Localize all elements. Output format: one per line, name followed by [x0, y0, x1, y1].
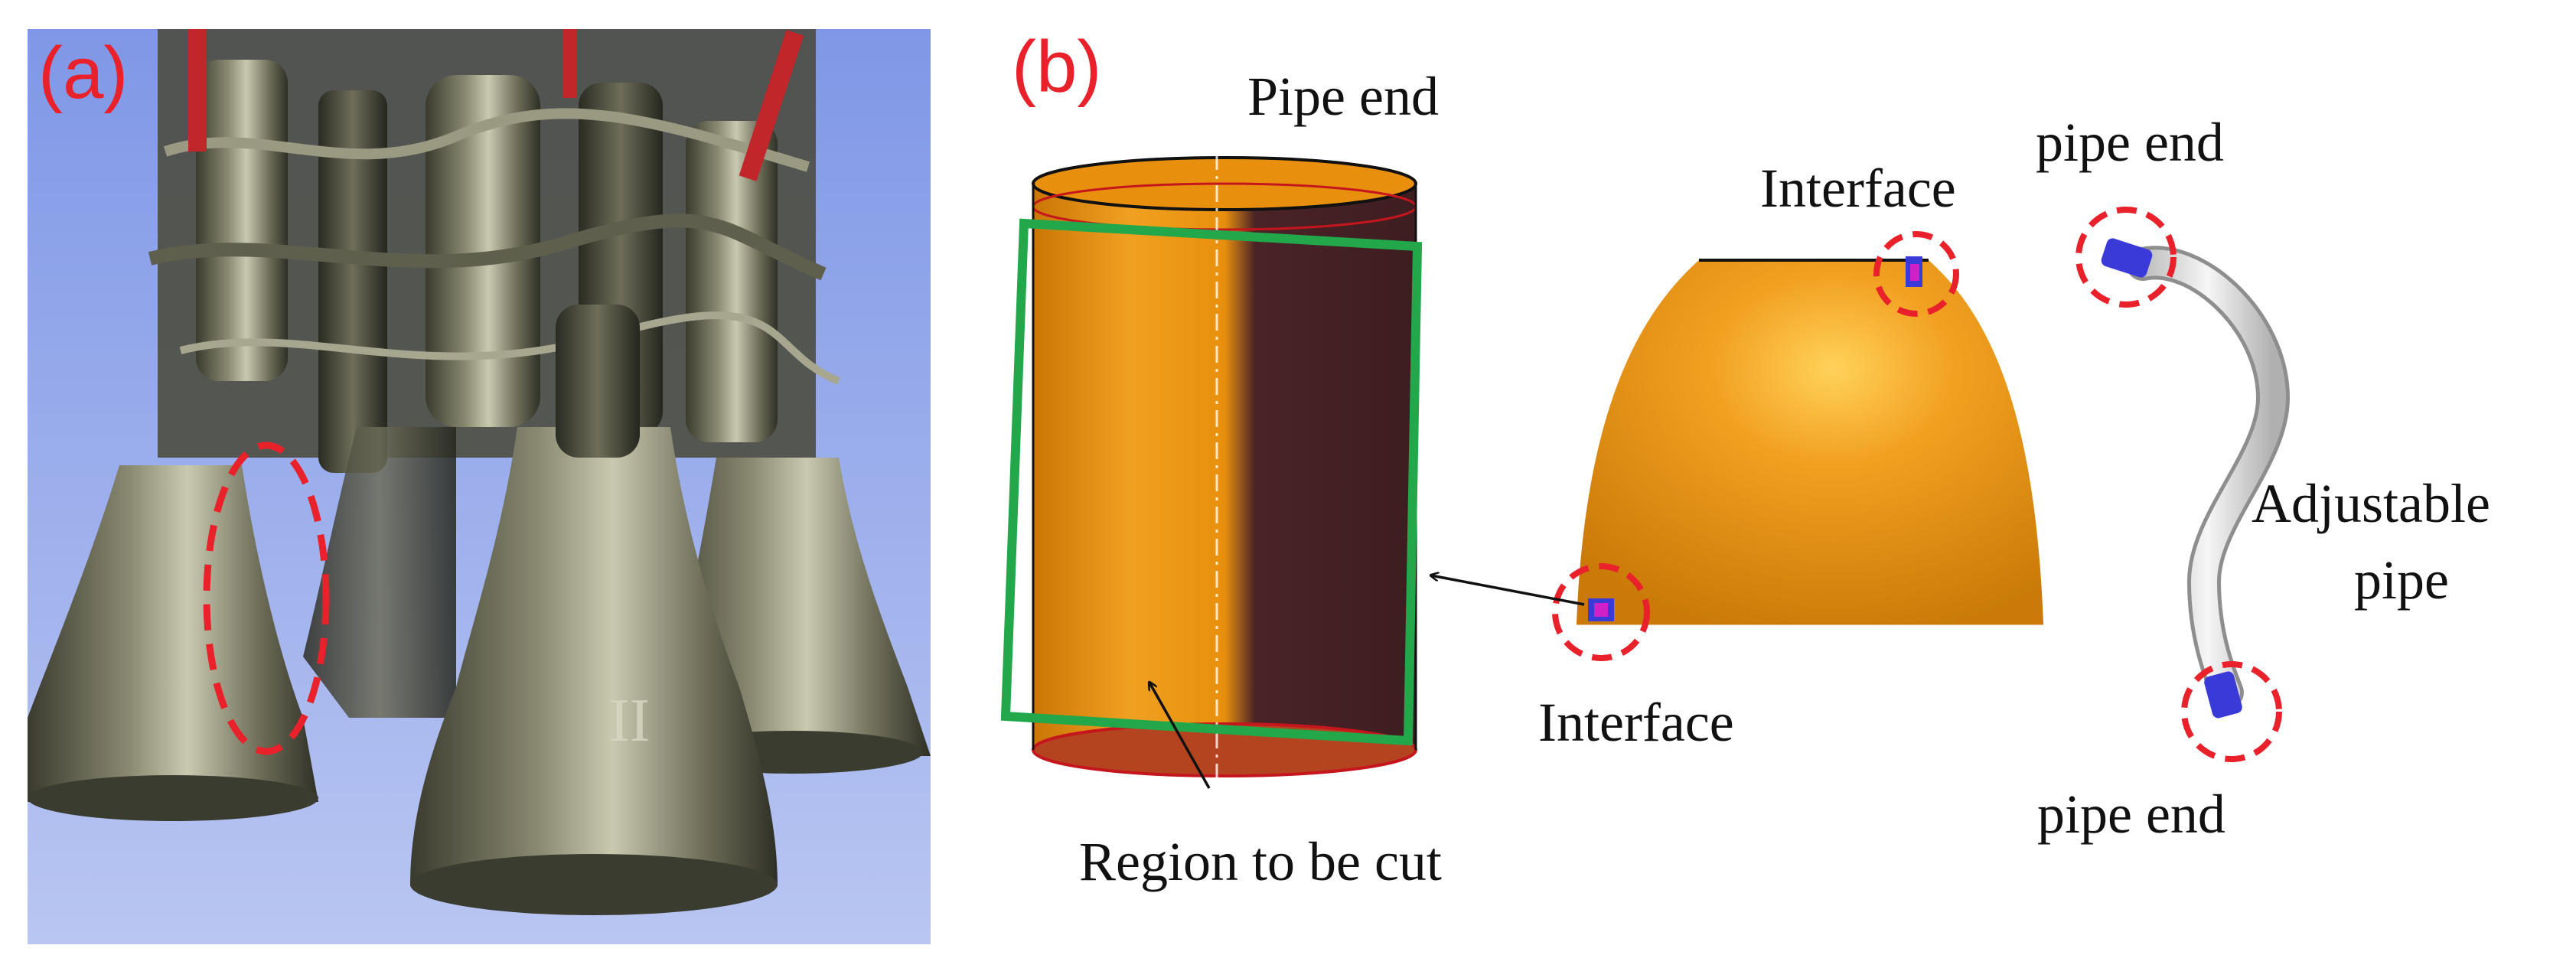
pipe-end-marker-bottom: [2181, 661, 2282, 762]
cut-region-outline: [1000, 218, 1423, 746]
pipe-end-marker-top: [2075, 207, 2177, 308]
panel-a-engine-photo: II (a): [28, 29, 931, 944]
interface-top-label: Interface: [1760, 158, 1956, 219]
adjustable-pipe: [2101, 238, 2291, 719]
interface-marker-top: [1873, 231, 1959, 317]
region-arrow: [1149, 683, 1211, 789]
interface-arrow: [1431, 575, 1585, 606]
panel-b-schematic: (b) Pipe end Region to be cut: [941, 0, 2576, 968]
adjustable-pipe-label-line1: Adjustable: [2252, 473, 2490, 534]
panel-a-label: (a): [38, 32, 128, 114]
interface-dome: [1577, 259, 2043, 625]
schematic-diagram: (b) Pipe end Region to be cut: [1000, 26, 2490, 892]
engine-photo-illustration: II (a): [28, 29, 931, 944]
engine-nozzles: II: [28, 305, 931, 915]
region-to-be-cut-label: Region to be cut: [1079, 831, 1442, 892]
interface-marker-bottom: [1552, 563, 1650, 661]
pipe-end-cylinder: [1032, 153, 1417, 781]
panel-b-label: (b): [1012, 26, 1101, 108]
engine-plumbing: [148, 29, 840, 473]
svg-text:II: II: [609, 687, 650, 755]
pipe-end-right-top-label: pipe end: [2036, 112, 2224, 173]
interface-bottom-label: Interface: [1538, 692, 1734, 753]
pipe-end-top-label: Pipe end: [1247, 66, 1439, 127]
pipe-end-right-bottom-label: pipe end: [2037, 784, 2225, 845]
pipe-highlight-ellipse: [203, 442, 330, 755]
adjustable-pipe-label-line2: pipe: [2354, 549, 2449, 611]
